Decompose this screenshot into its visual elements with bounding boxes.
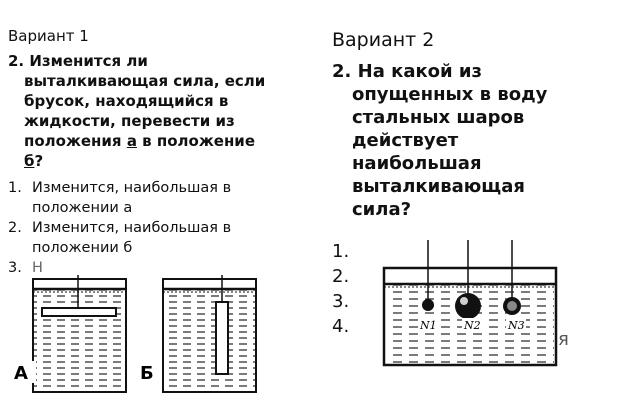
ball-n2 [455,293,481,319]
question-line: опущенных в воду [352,84,548,105]
answer-text: Изменится, наибольшая в [32,220,232,236]
question-line: 2. Изменится ли [8,52,148,70]
variant-1-title: Вариант 1 [8,27,89,45]
question-line: жидкости, перевести из [24,112,235,130]
variant-2-title: Вариант 2 [332,29,435,51]
question-line: 2. На какой из [332,61,483,82]
balls-in-water-figure: N1 N2 N3 [382,240,558,367]
answer-number: 2. [8,220,22,236]
question-line: выталкивающая [352,176,525,197]
question-line: стальных шаров [352,107,525,128]
figure-label-b: Б [140,363,154,384]
question-line: выталкивающая сила, если [24,72,266,90]
vessel-a [32,275,127,393]
question-fragment: в положение [142,132,255,150]
answer-number: 3. [332,291,350,312]
variant-2-question: 2. На какой из опущенных в воду стальных… [332,60,632,221]
question-mark: ? [34,152,44,170]
question-line: сила? [352,199,412,220]
block-in-liquid-figure: А Б [10,275,257,393]
answer-number: 2. [332,266,350,287]
question-line: брусок, находящийся в [24,92,229,110]
label-b-bg [136,361,162,383]
ball-label-n2: N2 [463,319,481,332]
vessel-b [162,275,257,393]
answer-number: 4. [332,316,350,337]
question-fragment: положения [24,132,122,150]
answer-number: 1. [8,180,22,196]
question-line: действует [352,130,459,151]
variant-2-answers: 1. 2. 3. 4. [332,239,349,339]
question-line: положения а в положение [8,131,318,151]
answer-text: положении а [32,200,133,216]
answer-text: Н [32,260,43,276]
answer-number: 1. [332,241,350,262]
variant-2-column: Вариант 2 2. На какой из опущенных в вод… [332,0,632,400]
ball-label-n1: N1 [419,319,437,332]
answer-tail: я [558,329,569,350]
question-line: б? [8,151,318,171]
figure-label-a: А [14,363,28,384]
answer-option: 2. Изменится, наибольшая в положении б [8,218,318,258]
ball-n1 [422,299,434,311]
variant-1-column: Вариант 1 2. Изменится ли выталкивающая … [8,0,318,400]
variant-1-answers: 1. Изменится, наибольшая в положении а 2… [8,178,318,278]
question-line: наибольшая [352,153,482,174]
ball-label-n3: N3 [507,319,525,332]
variant-1-question: 2. Изменится ли выталкивающая сила, если… [8,51,318,171]
position-a-ref: а [126,132,137,150]
answer-option: 1. Изменится, наибольшая в положении а [8,178,318,218]
answer-number: 3. [8,260,22,276]
label-a-bg [10,361,36,383]
answer-text: Изменится, наибольшая в [32,180,232,196]
answer-option: 3. Н [8,258,318,278]
answer-text: положении б [32,240,133,256]
position-b-ref: б [24,152,35,170]
